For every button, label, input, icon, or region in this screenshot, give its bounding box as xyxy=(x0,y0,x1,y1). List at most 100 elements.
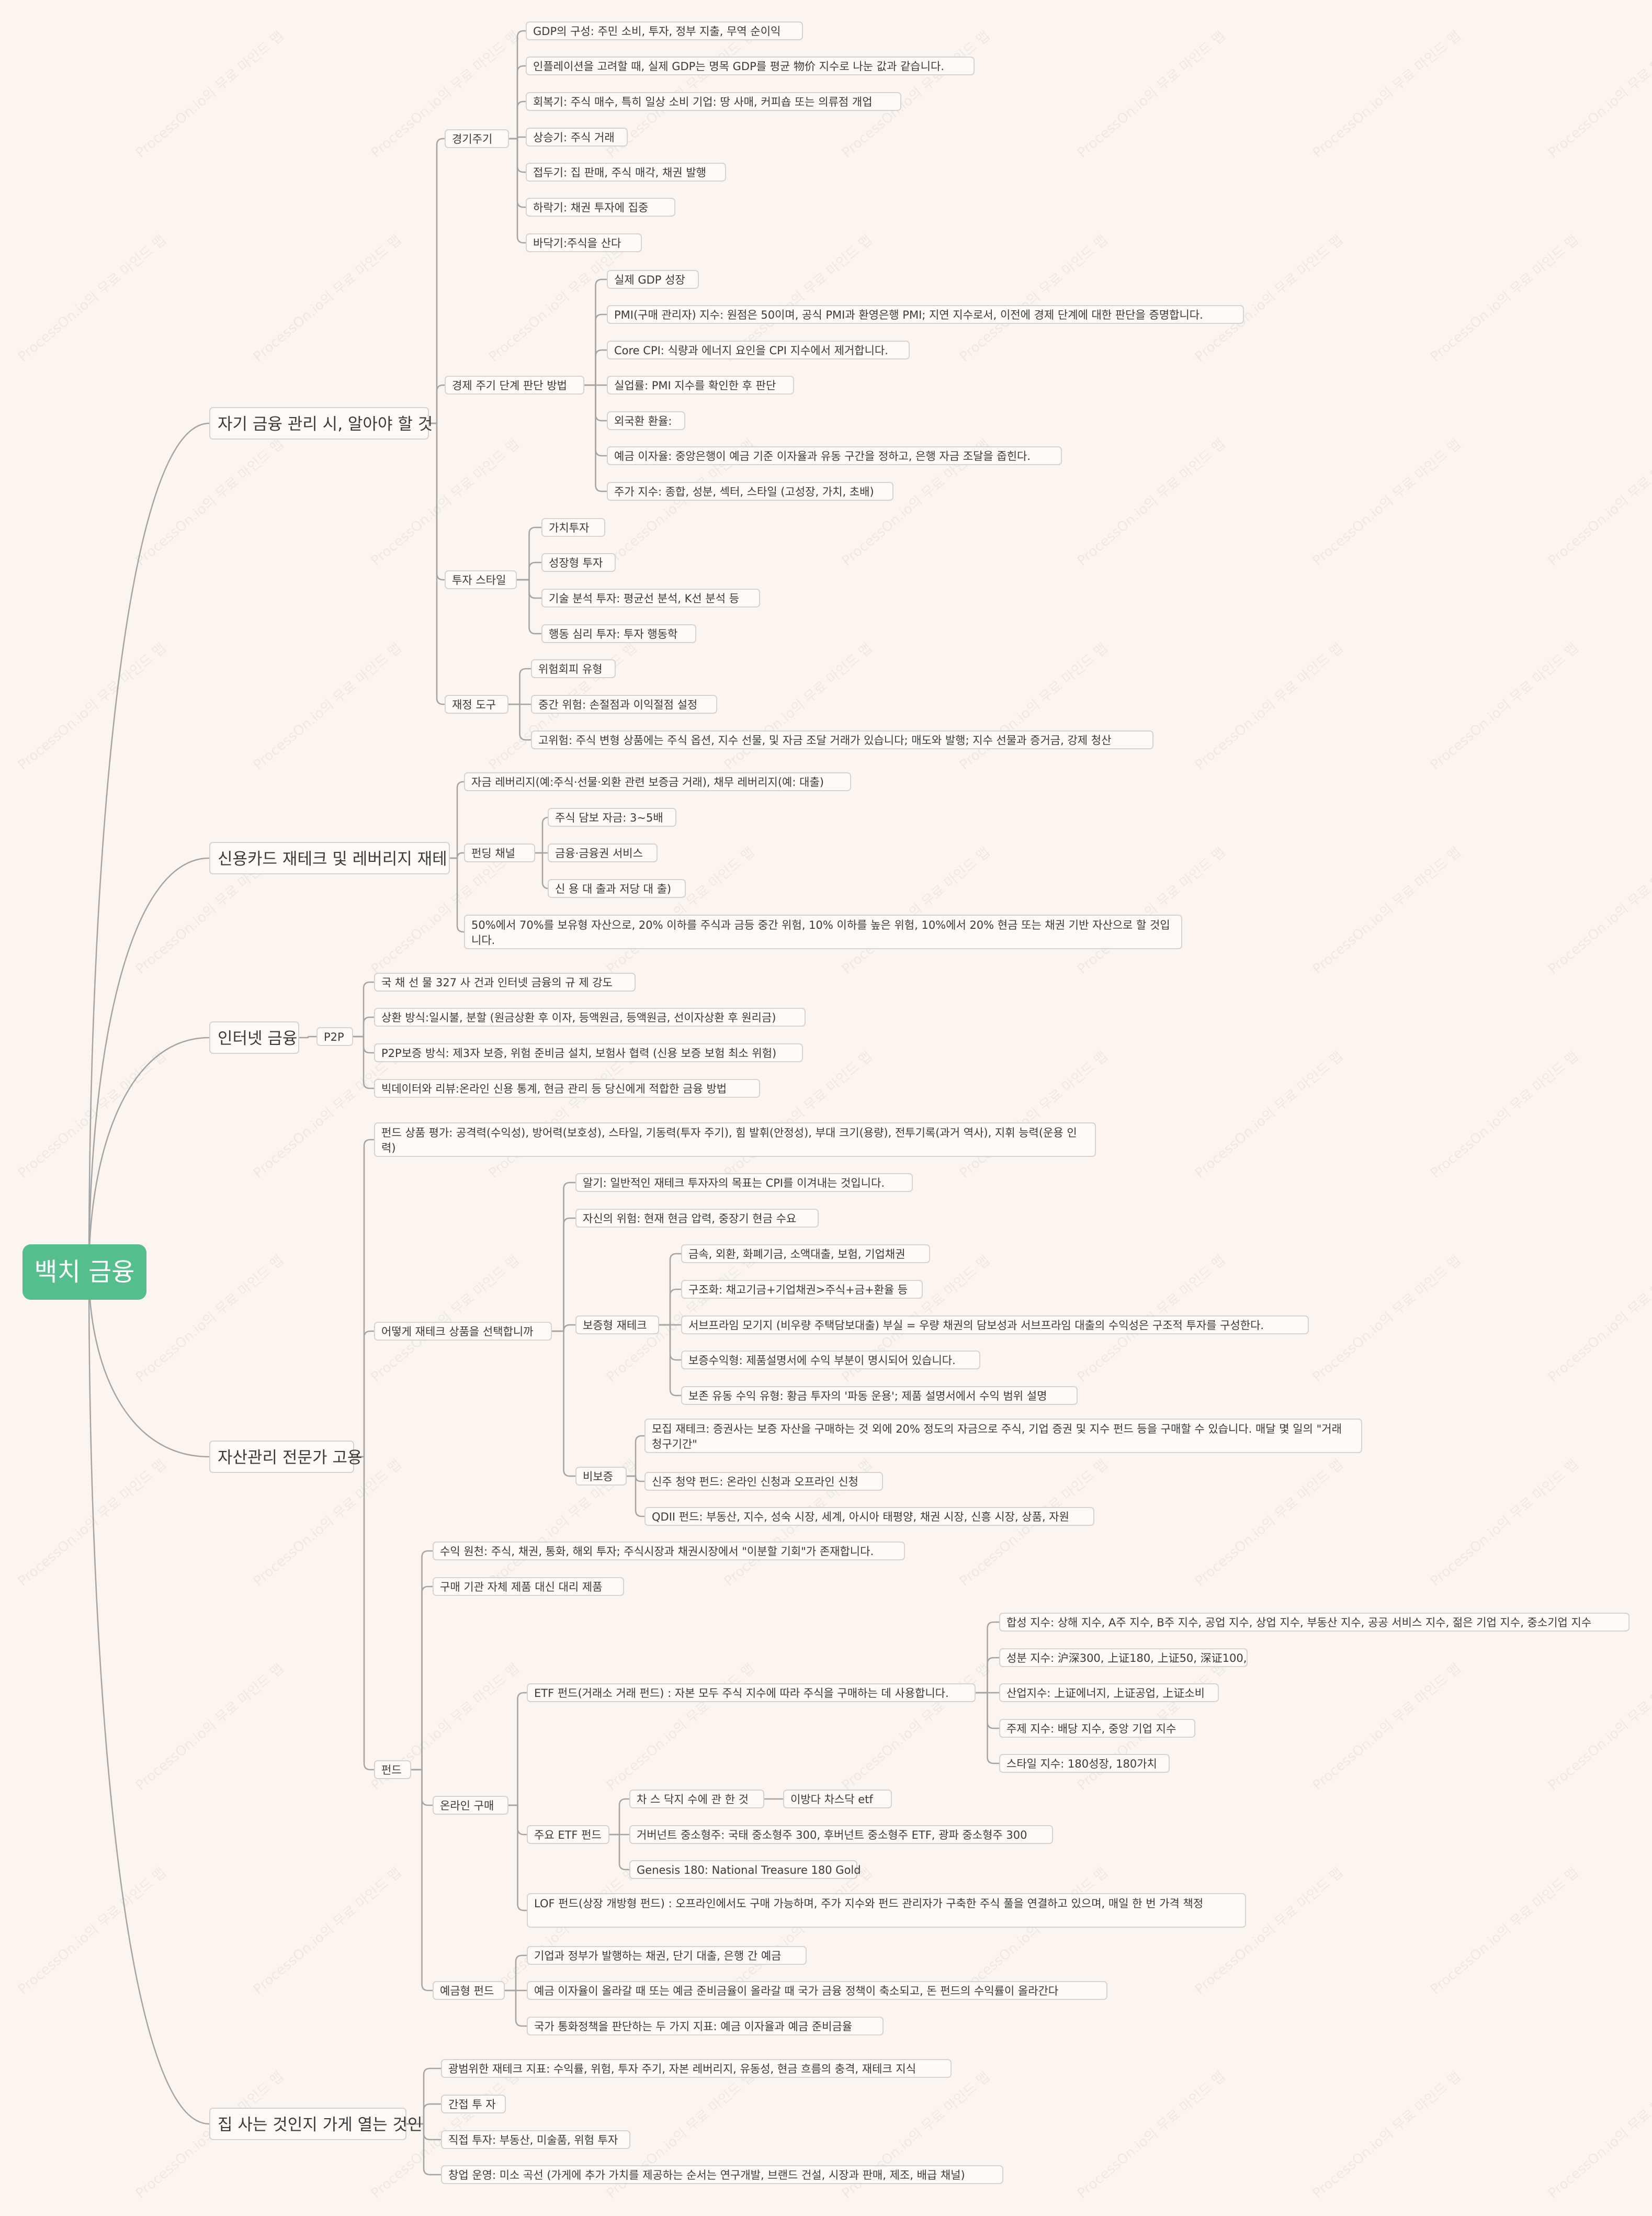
topic-node-b1a3[interactable]: 회복기: 주식 매수, 특히 일상 소비 기업: 땅 사매, 커피숍 또는 의류… xyxy=(526,92,901,111)
topic-node-b4c2[interactable]: 구매 기관 자체 제품 대신 대리 제품 xyxy=(433,1577,624,1596)
watermark-text: ProcessOn.io의 무료 마인드 맵 xyxy=(956,1864,1111,1998)
topic-node-b5b[interactable]: 간접 투 자 xyxy=(441,2095,506,2113)
watermark-text: ProcessOn.io의 무료 마인드 맵 xyxy=(15,640,169,773)
topic-node-b3a1[interactable]: 국 채 선 물 327 사 건과 인터넷 금융의 규 제 강도 xyxy=(374,973,636,992)
topic-node-b1c1[interactable]: 가치투자 xyxy=(541,518,605,537)
topic-node-b4b3e[interactable]: 보존 유동 수익 유형: 황금 투자의 '파동 운용'; 제품 설명서에서 수익… xyxy=(681,1386,1078,1405)
branch-node-b1[interactable]: 자기 금융 관리 시, 알아야 할 것 xyxy=(209,407,433,440)
topic-node-b2b1[interactable]: 주식 담보 자금: 3~5배 xyxy=(548,808,676,827)
topic-node-b1b4[interactable]: 실업률: PMI 지수를 확인한 후 판단 xyxy=(607,376,794,395)
topic-node-b1b7[interactable]: 주가 지수: 종합, 성분, 섹터, 스타일 (고성장, 가치, 초배) xyxy=(607,482,893,501)
topic-node-b4c4b[interactable]: 예금 이자율이 올라갈 때 또는 예금 준비금율이 올라갈 때 국가 금융 정책… xyxy=(527,1981,1107,2000)
topic-node-b4c3b1[interactable]: 차 스 닥지 수에 관 한 것 xyxy=(629,1790,764,1808)
topic-node-b2b[interactable]: 펀딩 채널 xyxy=(464,843,535,862)
topic-node-b1a7[interactable]: 바닥기:주식을 산다 xyxy=(526,233,642,252)
connector-b1b-b1b7 xyxy=(584,384,607,492)
topic-node-b4b3b[interactable]: 구조화: 채고기금+기업채권>주식+금+환율 등 xyxy=(681,1280,923,1299)
topic-node-b1b6[interactable]: 예금 이자율: 중앙은행이 예금 기준 이자율과 유동 구간을 정하고, 은행 … xyxy=(607,446,1062,465)
topic-node-b4c3c[interactable]: LOF 펀드(상장 개방형 펀드) : 오프라인에서도 구매 가능하며, 주가 … xyxy=(527,1893,1246,1928)
topic-node-b3a3[interactable]: P2P보증 방식: 제3자 보증, 위험 준비금 설치, 보험사 협력 (신용 … xyxy=(374,1043,803,1062)
topic-node-b4c3a5[interactable]: 스타일 지수: 180성장, 180가치 xyxy=(999,1754,1170,1773)
topic-node-b5d[interactable]: 창업 운영: 미소 곡선 (가게에 추가 가치를 제공하는 순서는 연구개발, … xyxy=(441,2165,1003,2184)
topic-node-b1d2[interactable]: 중간 위험: 손절점과 이익절점 설정 xyxy=(531,695,717,714)
topic-node-b1d3[interactable]: 고위험: 주식 변형 상품에는 주식 옵션, 지수 선물, 및 자금 조달 거래… xyxy=(531,730,1153,749)
topic-node-b2b3[interactable]: 신 용 대 출과 저당 대 출) xyxy=(548,879,686,898)
topic-node-b1a5[interactable]: 접두기: 집 판매, 주식 매각, 채권 발행 xyxy=(526,163,726,182)
topic-node-b4b1[interactable]: 알기: 일반적인 재테크 투자자의 목표는 CPI를 이겨내는 것입니다. xyxy=(575,1173,913,1192)
topic-node-b1a1[interactable]: GDP의 구성: 주민 소비, 투자, 정부 지출, 무역 순이익 xyxy=(526,21,803,40)
topic-node-b4a[interactable]: 펀드 상품 평가: 공격력(수익성), 방어력(보호성), 스타일, 기동력(투… xyxy=(374,1122,1096,1157)
topic-node-b4c3b[interactable]: 주요 ETF 펀드 xyxy=(527,1825,609,1844)
watermark-text: ProcessOn.io의 무료 마인드 맵 xyxy=(1309,28,1464,161)
branch-node-b3[interactable]: 인터넷 금융 xyxy=(209,1021,299,1054)
topic-node-b4b3c[interactable]: 서브프라임 모기지 (비우량 주택담보대출) 부실 = 우량 채권의 담보성과 … xyxy=(681,1315,1309,1334)
topic-node-b4b4c[interactable]: QDII 펀드: 부동산, 지수, 성숙 시장, 세계, 아시아 태평양, 채권… xyxy=(644,1507,1094,1526)
connector-b4c4-b4c4a xyxy=(505,1954,527,1992)
topic-node-b4b3a[interactable]: 금속, 외환, 화폐기금, 소액대출, 보험, 기업채권 xyxy=(681,1244,930,1263)
topic-node-b1c2[interactable]: 성장형 투자 xyxy=(541,553,616,572)
watermark-text: ProcessOn.io의 무료 마인드 맵 xyxy=(1074,28,1229,161)
topic-node-b4c3a2[interactable]: 성분 지수: 沪深300, 上证180, 上证50, 深证100, xyxy=(999,1648,1248,1667)
connector-b1-b1d xyxy=(429,422,445,705)
connector-b4b3-b4b3a xyxy=(659,1253,681,1326)
branch-node-b5[interactable]: 집 사는 것인지 가게 열는 것인 xyxy=(209,2108,423,2140)
topic-node-b1a6[interactable]: 하락기: 채권 투자에 집중 xyxy=(526,198,675,217)
topic-node-b4c4a[interactable]: 기업과 정부가 발행하는 채권, 단기 대출, 은행 간 예금 xyxy=(527,1946,807,1965)
topic-node-b2b2[interactable]: 금융·금융권 서비스 xyxy=(548,843,658,862)
topic-node-b4c3b2[interactable]: 거버넌트 중소형주: 국태 중소형주 300, 후버넌트 중소형주 ETF, 광… xyxy=(629,1825,1053,1844)
topic-node-b4c[interactable]: 펀드 xyxy=(374,1760,411,1779)
topic-node-b1b1[interactable]: 실제 GDP 성장 xyxy=(607,270,699,289)
topic-node-b1c4[interactable]: 행동 심리 투자: 투자 행동학 xyxy=(541,624,696,643)
topic-node-b1a2[interactable]: 인플레이션을 고려할 때, 실제 GDP는 명목 GDP를 평균 物价 지수로 … xyxy=(526,57,975,75)
topic-node-b4c3a4[interactable]: 주제 지수: 배당 지수, 중앙 기업 지수 xyxy=(999,1719,1195,1738)
watermark-text: ProcessOn.io의 무료 마인드 맵 xyxy=(839,1660,993,1794)
watermark-text: ProcessOn.io의 무료 마인드 맵 xyxy=(1309,1660,1464,1794)
topic-node-b4b2[interactable]: 자신의 위험: 현재 현금 압력, 중장기 현금 수요 xyxy=(575,1209,819,1228)
connector-b4c3-b4c3c xyxy=(508,1804,527,1911)
connector-b4c4-b4c4c xyxy=(505,1989,527,2027)
topic-node-b4c3b3[interactable]: Genesis 180: National Treasure 180 Gold xyxy=(629,1860,861,1879)
topic-node-b1b3[interactable]: Core CPI: 식량과 에너지 요인을 CPI 지수에서 제거합니다. xyxy=(607,341,910,359)
topic-node-b4c3b1a[interactable]: 이방다 차스닥 etf xyxy=(783,1790,892,1808)
topic-node-b4b3d[interactable]: 보증수익형: 제품설명서에 수익 부분이 명시되어 있습니다. xyxy=(681,1351,980,1369)
topic-node-b3a4[interactable]: 빅데이터와 리뷰:온라인 신용 통계, 현금 관리 등 당신에게 적합한 금융 … xyxy=(374,1079,760,1098)
topic-node-b4b3[interactable]: 보증형 재테크 xyxy=(575,1315,659,1334)
watermark-text: ProcessOn.io의 무료 마인드 맵 xyxy=(132,1252,287,1386)
topic-node-b4c3[interactable]: 온라인 구매 xyxy=(433,1796,508,1815)
watermark-text: ProcessOn.io의 무료 마인드 맵 xyxy=(132,1660,287,1794)
connector-b4c-b4c2 xyxy=(411,1585,433,1771)
topic-node-b1d[interactable]: 재정 도구 xyxy=(445,695,508,714)
topic-node-b4c1[interactable]: 수익 원천: 주식, 채권, 통화, 해외 투자; 주식시장과 채권시장에서 "… xyxy=(433,1542,905,1560)
topic-node-b4b4b[interactable]: 신주 청약 펀드: 온라인 신청과 오프라인 신청 xyxy=(644,1472,883,1491)
branch-node-b2[interactable]: 신용카드 재테크 및 레버리지 재테 xyxy=(209,842,450,874)
topic-node-b2a[interactable]: 자금 레버리지(예:주식·선물·외환 관련 보증금 거래), 채무 레버리지(예… xyxy=(464,772,851,791)
connector-b4b-b4b2 xyxy=(552,1217,575,1332)
topic-node-b4b[interactable]: 어떻게 재테크 상품을 선택합니까 xyxy=(374,1322,552,1341)
watermark-text: ProcessOn.io의 무료 마인드 맵 xyxy=(956,232,1111,365)
topic-node-b1b2[interactable]: PMI(구매 관리자) 지수: 원점은 50이며, 공식 PMI과 환영은행 P… xyxy=(607,305,1244,324)
topic-node-b3a[interactable]: P2P xyxy=(316,1027,353,1046)
watermark-text: ProcessOn.io의 무료 마인드 맵 xyxy=(250,640,405,773)
connector-b1a-b1a3 xyxy=(509,100,526,140)
topic-node-b1c3[interactable]: 기술 분석 투자: 평균선 분석, K선 분석 등 xyxy=(541,589,760,608)
topic-node-b2c[interactable]: 50%에서 70%를 보유형 자산으로, 20% 이하를 주식과 금등 중간 위… xyxy=(464,915,1182,949)
branch-node-b4[interactable]: 자산관리 전문가 고용 xyxy=(209,1441,362,1473)
topic-node-b4c4c[interactable]: 국가 통화정책을 판단하는 두 가지 지표: 예금 이자율과 예금 준비금율 xyxy=(527,2017,884,2035)
topic-node-b1c[interactable]: 투자 스타일 xyxy=(445,570,517,589)
topic-node-b1d1[interactable]: 위험회피 유형 xyxy=(531,659,616,678)
topic-node-b1b[interactable]: 경제 주기 단계 판단 방법 xyxy=(445,376,584,395)
topic-node-b5a[interactable]: 광범위한 재테크 지표: 수익률, 위험, 투자 주기, 자본 레버리지, 유동… xyxy=(441,2059,952,2078)
topic-node-b1b5[interactable]: 외국환 환율: xyxy=(607,411,685,430)
topic-node-b4c4[interactable]: 예금형 펀드 xyxy=(433,1981,505,2000)
topic-node-b1a[interactable]: 경기주기 xyxy=(445,129,509,148)
topic-node-b4c3a3[interactable]: 산업지수: 上证에너지, 上证공업, 上证소비 xyxy=(999,1683,1219,1702)
topic-node-b4b4a[interactable]: 모집 재테크: 증권사는 보증 자산을 구매하는 것 외에 20% 정도의 자금… xyxy=(644,1419,1362,1453)
topic-node-b5c[interactable]: 직접 투자: 부동산, 미술품, 위험 투자 xyxy=(441,2130,630,2149)
watermark-text: ProcessOn.io의 무료 마인드 맵 xyxy=(1192,640,1347,773)
topic-node-b3a2[interactable]: 상환 방식:일시불, 분할 (원금상환 후 이자, 등액원금, 등액원금, 선이… xyxy=(374,1008,806,1027)
topic-node-b4c3a1[interactable]: 합성 지수: 상해 지수, A주 지수, B주 지수, 공업 지수, 상업 지수… xyxy=(999,1613,1630,1632)
root-node[interactable]: 백치 금융 xyxy=(22,1244,146,1300)
topic-node-b4c3a[interactable]: ETF 펀드(거래소 거래 펀드) : 자본 모두 주식 지수에 따라 주식을 … xyxy=(527,1683,976,1702)
topic-node-b4b4[interactable]: 비보증 xyxy=(575,1467,627,1486)
topic-node-b1a4[interactable]: 상승기: 주식 거래 xyxy=(526,128,628,147)
